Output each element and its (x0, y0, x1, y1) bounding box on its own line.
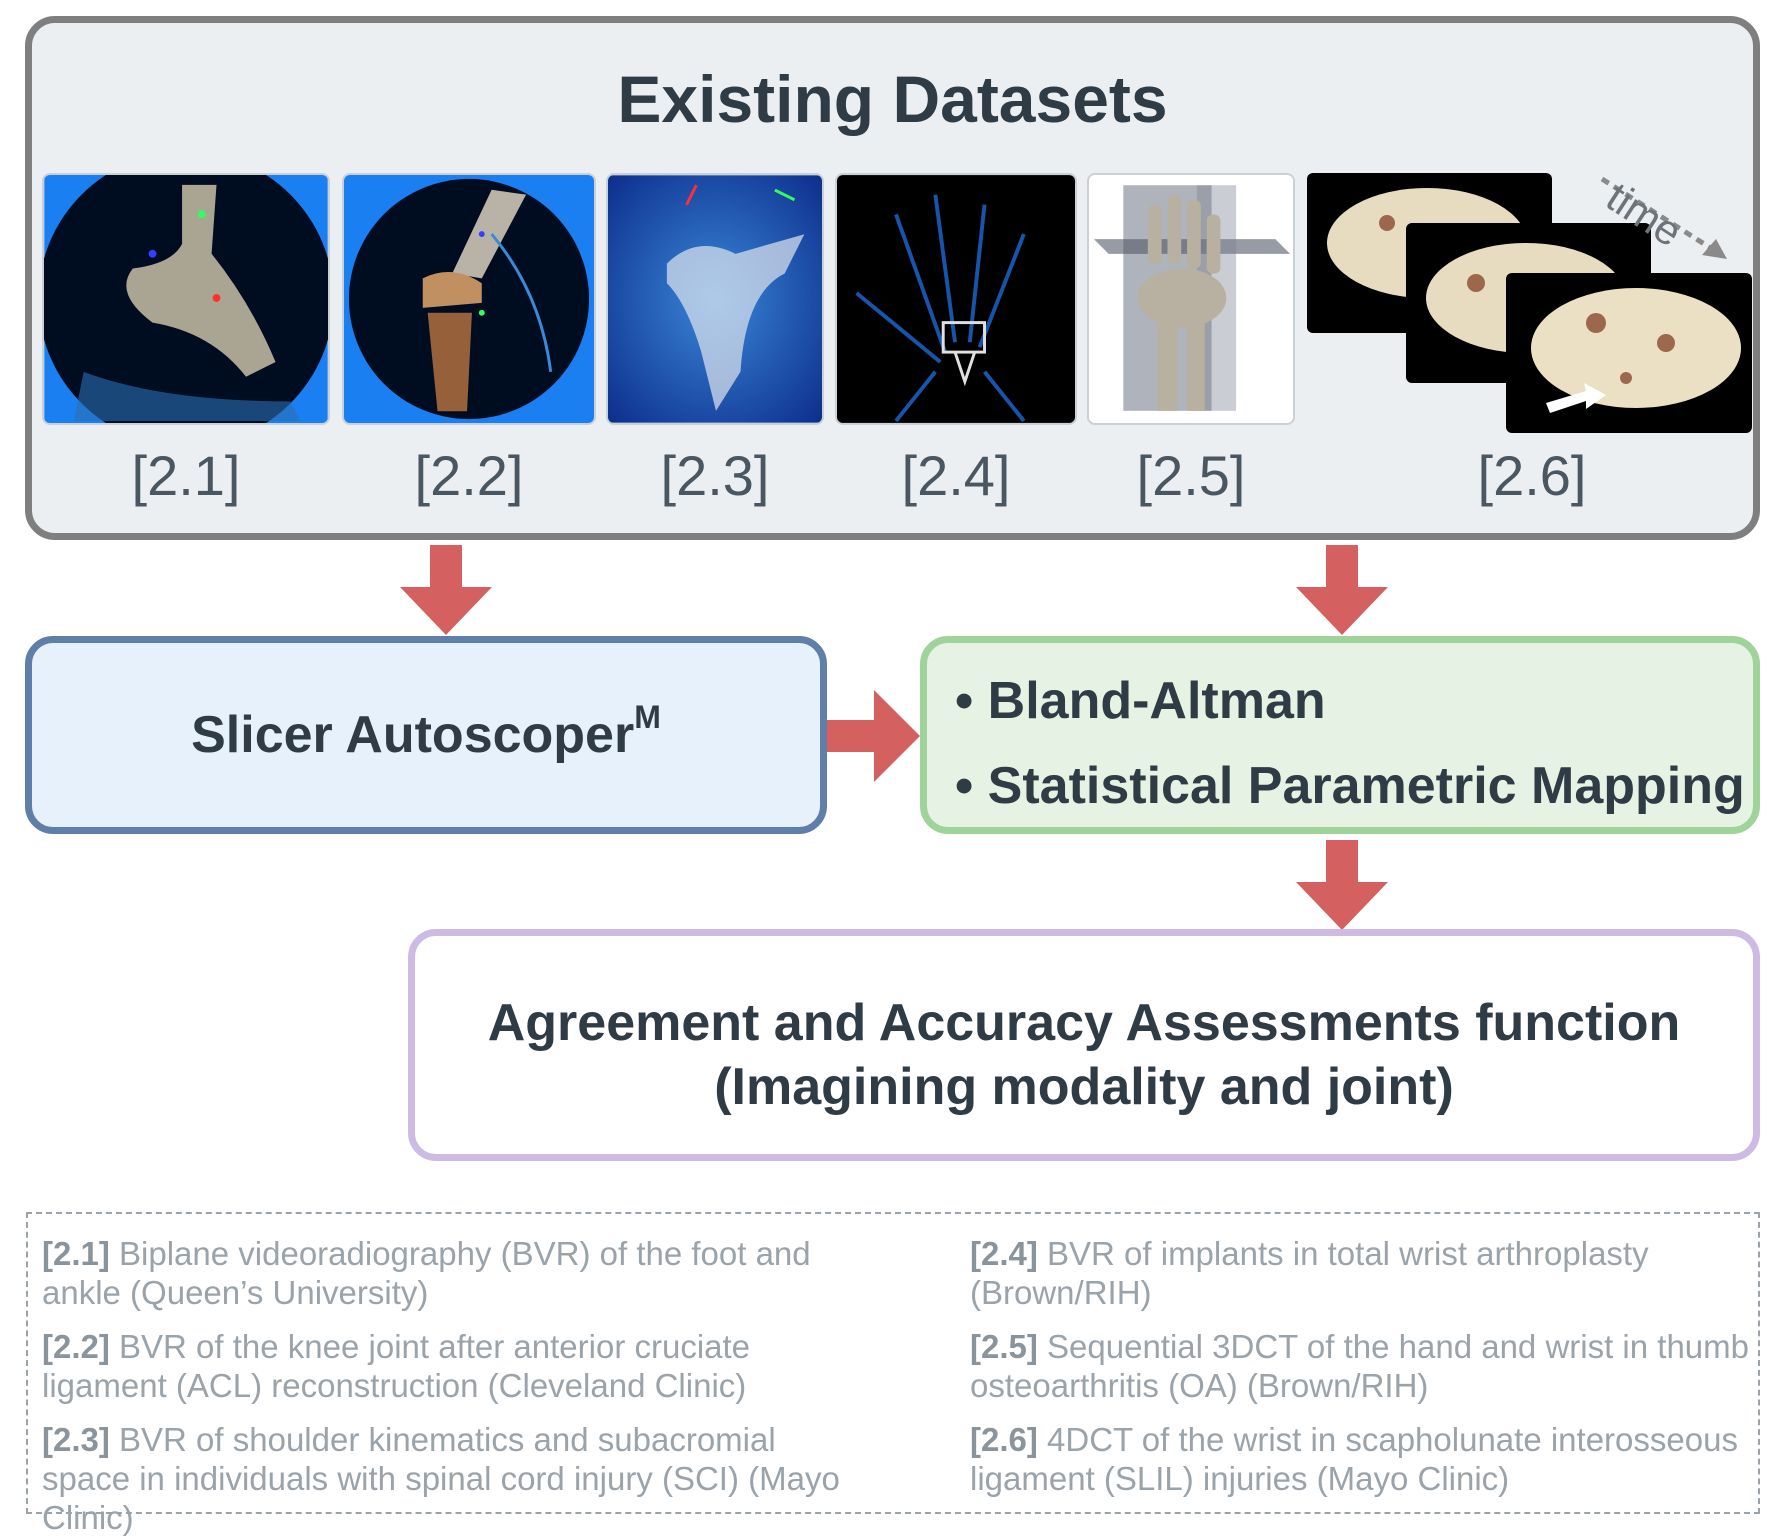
stat-item-bland-altman: • Bland-Altman (955, 672, 1326, 730)
legend-item-2-6: [2.6] 4DCT of the wrist in scapholunate … (970, 1420, 1785, 1498)
stat-item-spm: • Statistical Parametric Mapping (955, 757, 1745, 815)
legend-text: Biplane videoradiography (BVR) of the fo… (42, 1235, 811, 1311)
time-arrow (1592, 159, 1742, 269)
dataset-image-2-4 (835, 173, 1077, 425)
assessment-line-2: (Imagining modality and joint) (714, 1058, 1454, 1116)
slicer-autoscoper-box: Slicer AutoscoperM (25, 636, 827, 834)
dataset-label-2-6: [2.6] (1477, 444, 1587, 507)
legend-ref: [2.3] (42, 1421, 110, 1458)
legend-item-2-5: [2.5] Sequential 3DCT of the hand and wr… (970, 1327, 1785, 1405)
legend-ref: [2.1] (42, 1235, 110, 1272)
legend-ref: [2.5] (970, 1328, 1038, 1365)
existing-datasets-panel: Existing Datasets (25, 16, 1760, 540)
dataset-label-2-2: [2.2] (414, 444, 524, 507)
legend-text: 4DCT of the wrist in scapholunate intero… (970, 1421, 1738, 1497)
legend-text: BVR of shoulder kinematics and subacromi… (42, 1421, 840, 1536)
slicer-autoscoper-label: Slicer AutoscoperM (32, 699, 820, 765)
dataset-label-2-1: [2.1] (131, 444, 241, 507)
legend-text: BVR of the knee joint after anterior cru… (42, 1328, 751, 1404)
dataset-label-2-4: [2.4] (901, 444, 1011, 507)
legend-text: Sequential 3DCT of the hand and wrist in… (970, 1328, 1750, 1404)
dataset-image-2-2 (342, 173, 596, 425)
dataset-image-2-5 (1087, 173, 1295, 425)
datasets-title: Existing Datasets (617, 62, 1168, 136)
arrow-right-to-stats (826, 690, 920, 782)
legend-ref: [2.6] (970, 1421, 1038, 1458)
dataset-label-2-3: [2.3] (660, 444, 770, 507)
dataset-image-2-6-frame-3 (1506, 273, 1752, 433)
legend-item-2-2: [2.2] BVR of the knee joint after anteri… (42, 1327, 872, 1405)
legend-ref: [2.4] (970, 1235, 1038, 1272)
slicer-label-superscript: M (634, 699, 661, 735)
legend-item-2-3: [2.3] BVR of shoulder kinematics and sub… (42, 1420, 872, 1537)
dataset-image-2-1 (42, 173, 330, 425)
assessment-line-1: Agreement and Accuracy Assessments funct… (487, 994, 1681, 1052)
slicer-label-text: Slicer Autoscoper (191, 706, 635, 764)
assessment-text: Agreement and Accuracy Assessments funct… (415, 991, 1753, 1119)
assessment-box: Agreement and Accuracy Assessments funct… (408, 929, 1760, 1161)
legend-item-2-1: [2.1] Biplane videoradiography (BVR) of … (42, 1234, 872, 1312)
legend-text: BVR of implants in total wrist arthropla… (970, 1235, 1649, 1311)
dataset-image-2-3 (606, 173, 824, 425)
arrow-down-to-assessment (1296, 840, 1388, 930)
legend-ref: [2.2] (42, 1328, 110, 1365)
arrow-down-to-stats (1296, 545, 1388, 635)
dataset-label-2-5: [2.5] (1136, 444, 1246, 507)
dataset-legend: [2.1] Biplane videoradiography (BVR) of … (26, 1212, 1760, 1536)
statistics-box: • Bland-Altman • Statistical Parametric … (920, 636, 1760, 834)
legend-item-2-4: [2.4] BVR of implants in total wrist art… (970, 1234, 1785, 1312)
arrow-down-to-slicer (400, 545, 492, 635)
